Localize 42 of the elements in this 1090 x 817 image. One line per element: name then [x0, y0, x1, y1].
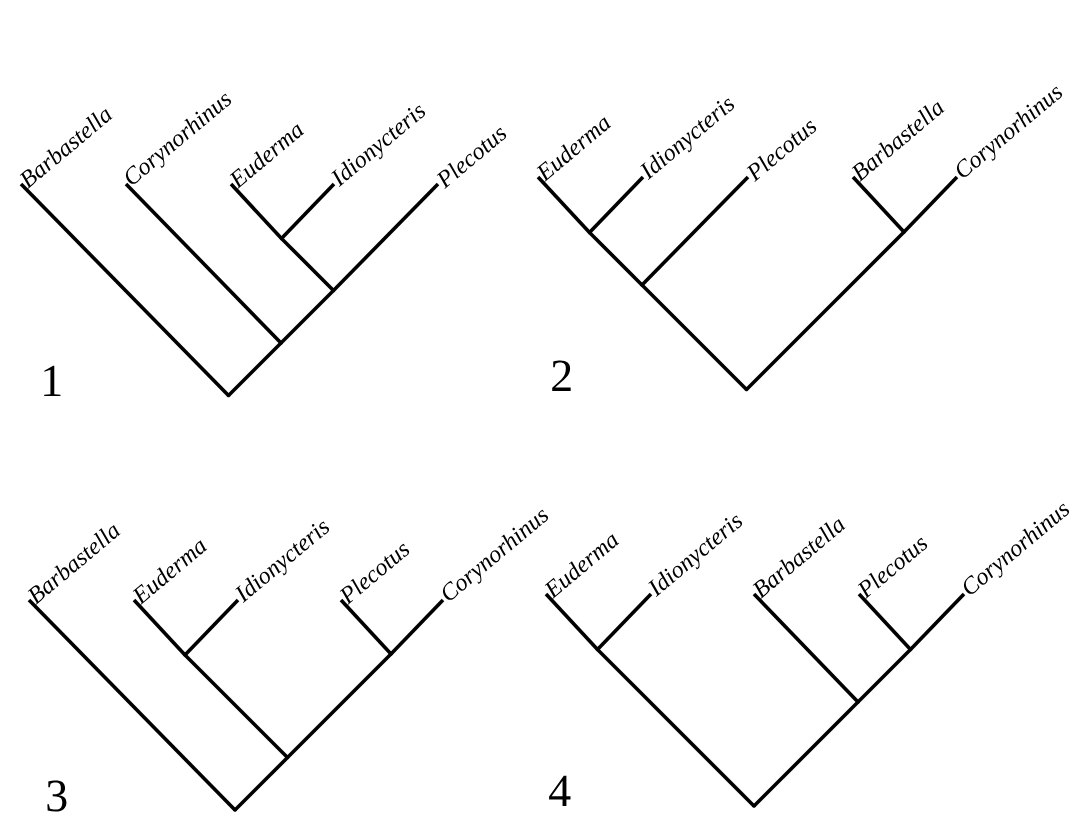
branch-line: [332, 182, 440, 292]
branch-junction: [744, 387, 749, 392]
branch-line: [857, 592, 912, 651]
branch-line: [389, 598, 445, 656]
branch-line: [640, 175, 750, 287]
branch-line: [132, 598, 187, 657]
branch-junction: [226, 393, 231, 398]
branch-line: [752, 592, 860, 704]
branch-line: [183, 653, 289, 759]
branch-line: [596, 648, 756, 808]
branch-junction: [233, 808, 237, 812]
branch-line: [233, 756, 289, 812]
branch-line: [280, 237, 335, 292]
branch-junction: [389, 652, 393, 656]
branch-line: [909, 592, 966, 651]
branch-line: [902, 175, 959, 234]
branch-line: [19, 182, 230, 397]
branch-line: [588, 175, 645, 234]
branch-line: [745, 230, 906, 391]
branch-junction: [902, 230, 906, 234]
branch-line: [640, 283, 748, 391]
branch-line: [856, 648, 912, 704]
branch-line: [544, 592, 599, 651]
branch-junction: [752, 804, 756, 808]
panel-number: 1: [44, 365, 61, 396]
branch-line: [124, 182, 283, 345]
branch-line: [588, 231, 644, 287]
branch-line: [227, 341, 283, 397]
branch-line: [752, 700, 860, 808]
panel-number: 2: [552, 360, 571, 391]
branch-line: [339, 598, 393, 656]
branch-line: [536, 175, 591, 234]
branch-line: [596, 592, 653, 651]
panel-number: 3: [47, 780, 67, 812]
branch-line: [27, 598, 237, 812]
branch-line: [851, 175, 906, 234]
branch-line: [279, 289, 335, 345]
branch-line: [286, 652, 393, 759]
branch-line: [280, 182, 336, 240]
panel-number: 4: [549, 775, 571, 806]
branch-line: [183, 598, 240, 657]
branch-line: [229, 182, 283, 240]
